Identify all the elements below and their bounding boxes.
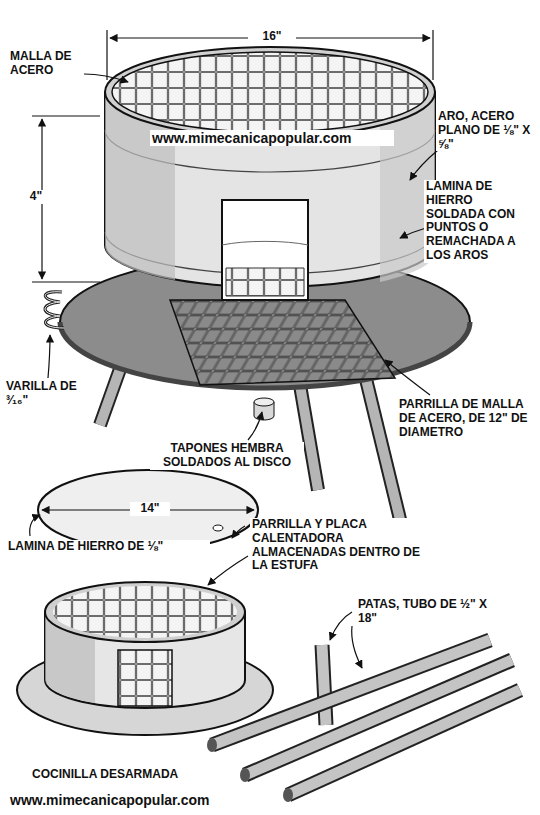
part-label: TAPONES HEMBRA SOLDADOS AL DISCO: [150, 442, 304, 470]
leader-lines: [30, 74, 438, 668]
female-plug: [254, 398, 274, 420]
watermark: www.mimecanicapopular.com: [150, 130, 394, 146]
caption-label: COCINILLA DESARMADA: [30, 768, 214, 782]
dimension-lines: [32, 30, 433, 510]
dimension-label: 16": [248, 30, 296, 44]
dimension-label: 14": [130, 502, 170, 516]
heating-plate: [38, 470, 258, 550]
steel-mesh-grill: [170, 300, 395, 385]
part-label: PARRILLA Y PLACA CALENTADORA ALMACENADAS…: [250, 518, 424, 573]
dimension-label: 4": [20, 190, 52, 204]
part-label: VARILLA DE ³⁄₁₆": [6, 380, 96, 408]
base-disc: [60, 256, 470, 388]
part-label: PATAS, TUBO DE ½" X 18": [356, 598, 510, 626]
part-label: PARRILLA DE MALLA DE ACERO, DE 12" DE DI…: [397, 398, 536, 439]
steel-mesh: [100, 40, 440, 150]
part-label: LAMINA DE HIERRO DE ⅛": [6, 540, 210, 554]
part-label: MALLA DE ACERO: [10, 50, 84, 78]
hook-rod: [45, 292, 64, 328]
watermark: www.mimecanicapopular.com: [8, 792, 272, 808]
leg-tubes: [207, 640, 520, 802]
part-label: ARO, ACERO PLANO DE ⅛" X ⅝": [436, 110, 536, 151]
disassembled-stove: [17, 580, 273, 735]
door-opening: [222, 200, 308, 300]
part-label: LAMINA DE HIERRO SOLDADA CON PUNTOS O RE…: [424, 180, 536, 263]
